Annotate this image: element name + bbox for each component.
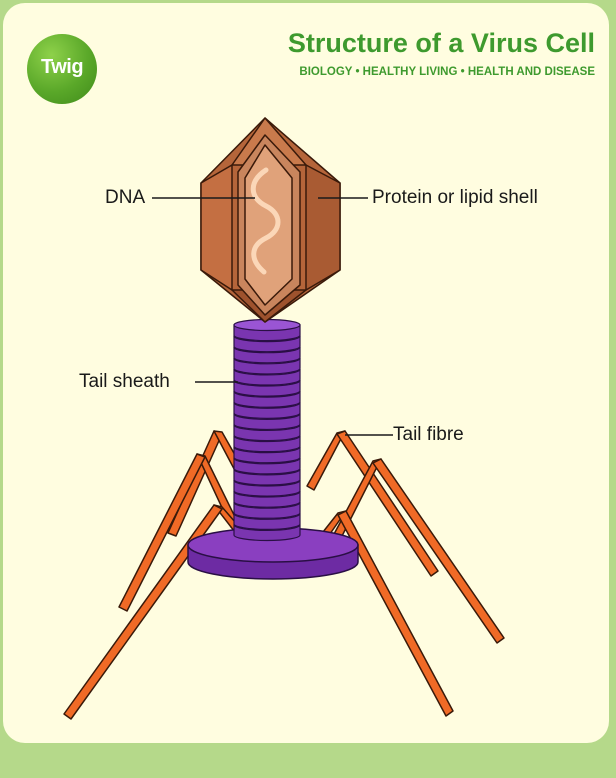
capsid-left-facet bbox=[201, 165, 232, 290]
label-tail-fibre: Tail fibre bbox=[393, 424, 464, 446]
tail-fibre-right-front-upper bbox=[333, 459, 381, 540]
label-dna: DNA bbox=[105, 187, 145, 209]
label-protein-shell: Protein or lipid shell bbox=[372, 187, 538, 209]
tail-sheath bbox=[234, 320, 300, 541]
capsid-head bbox=[201, 118, 340, 322]
capsid-inner-panel bbox=[245, 145, 292, 305]
capsid-right-facet bbox=[306, 165, 340, 290]
label-tail-sheath: Tail sheath bbox=[79, 371, 170, 393]
tail-fibre-right-back-upper bbox=[307, 431, 345, 490]
